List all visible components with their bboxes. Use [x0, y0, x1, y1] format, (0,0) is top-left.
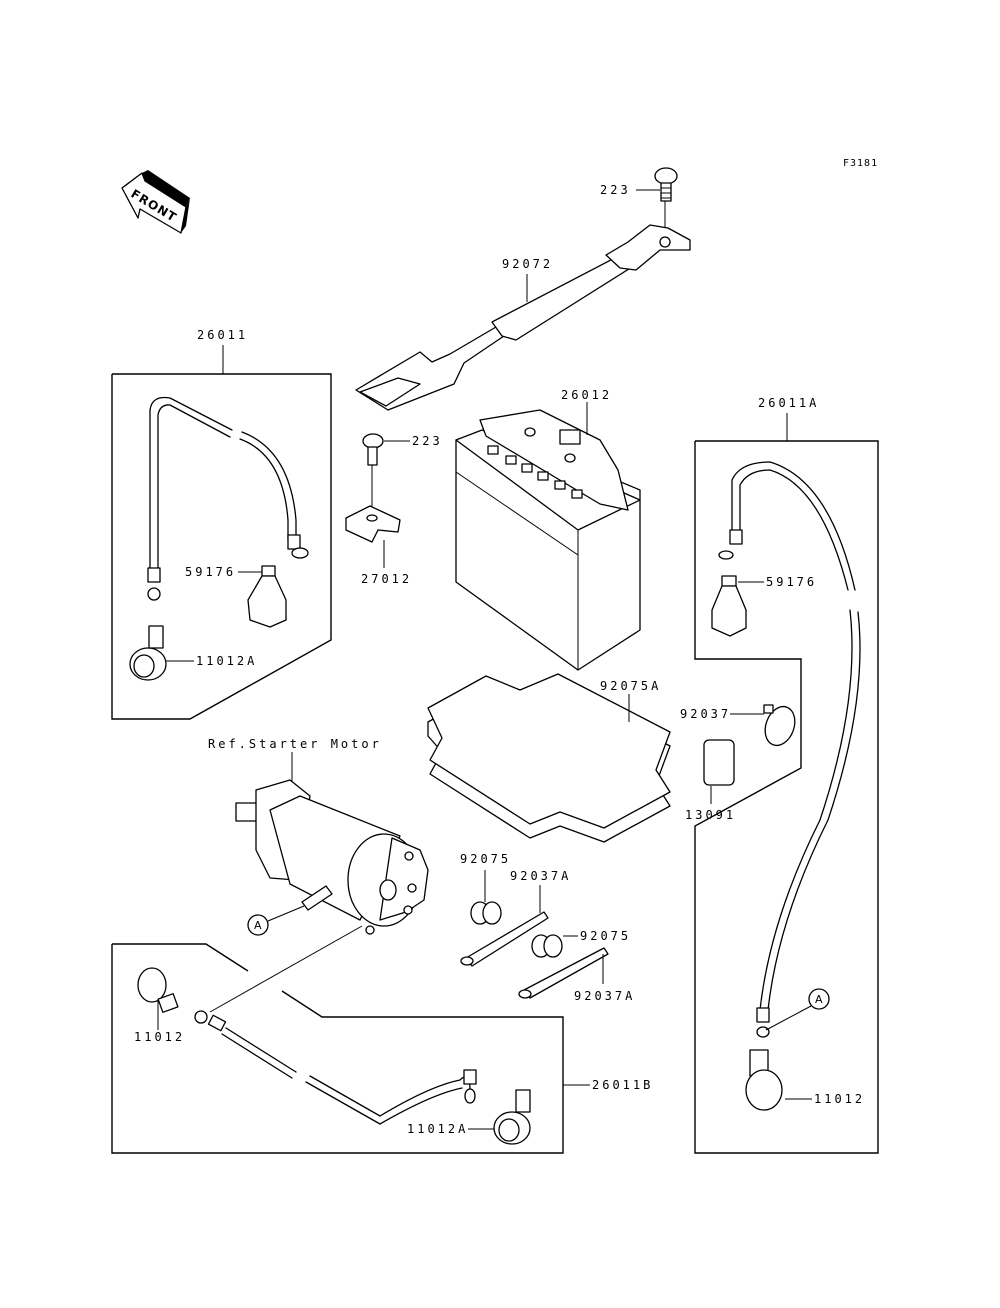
part-label-59176-right[interactable]: 59176 [766, 575, 817, 589]
battery-pad-92075A[interactable] [427, 673, 671, 843]
part-label-27012[interactable]: 27012 [361, 572, 412, 586]
starter-motor [235, 779, 429, 935]
callout-A-left[interactable]: A [247, 914, 269, 936]
group-frame-26011 [111, 373, 332, 720]
part-label-92075-2[interactable]: 92075 [580, 929, 631, 943]
battery-strap-92072[interactable] [355, 224, 691, 411]
battery-cable-26011A[interactable] [718, 461, 861, 1038]
group-label-26011A[interactable]: 26011A [758, 396, 819, 410]
group-frame-26011A [694, 440, 879, 1154]
cable-tie-92037A-1[interactable] [460, 911, 549, 967]
terminal-11012A-bottom[interactable] [493, 1089, 531, 1145]
part-label-92072[interactable]: 92072 [502, 257, 553, 271]
figure-id: F3181 [843, 158, 878, 169]
grommet-92075-1[interactable] [470, 901, 502, 925]
svg-text:A: A [815, 993, 823, 1006]
part-label-13091[interactable]: 13091 [685, 808, 736, 822]
stud-bolt [301, 885, 333, 911]
terminal-11012A-left[interactable] [129, 625, 167, 681]
group-frame-26011B [112, 943, 249, 972]
part-label-26012[interactable]: 26012 [561, 388, 612, 402]
part-label-11012A-left[interactable]: 11012A [196, 654, 257, 668]
group-label-26011B[interactable]: 26011B [592, 1078, 653, 1092]
battery-cable-26011B[interactable] [194, 1010, 477, 1125]
cable-tie-92037A-2[interactable] [518, 947, 609, 999]
ref-starter-motor-label: Ref.Starter Motor [208, 737, 382, 751]
callout-A-right[interactable]: A [808, 988, 830, 1010]
part-label-223-mid[interactable]: 223 [412, 434, 443, 448]
terminal-cap-59176-left[interactable] [247, 565, 287, 628]
svg-text:A: A [254, 919, 262, 932]
part-label-11012A-bottom[interactable]: 11012A [407, 1122, 468, 1136]
part-label-92037[interactable]: 92037 [680, 707, 731, 721]
front-direction-arrow-icon: FRONT [121, 170, 190, 234]
part-label-11012-right[interactable]: 11012 [814, 1092, 865, 1106]
part-label-92037A-2[interactable]: 92037A [574, 989, 635, 1003]
bolt-223-mid[interactable] [362, 433, 384, 517]
part-label-92075-1[interactable]: 92075 [460, 852, 511, 866]
terminal-cap-59176-right[interactable] [711, 575, 747, 637]
grommet-92075-2[interactable] [531, 934, 563, 958]
battery-cable-26011[interactable] [147, 396, 309, 601]
clamp-92037[interactable] [760, 702, 800, 749]
part-label-59176-left[interactable]: 59176 [185, 565, 236, 579]
boot-11012-right[interactable] [745, 1049, 783, 1111]
bracket-27012[interactable] [345, 505, 401, 543]
plug-13091[interactable] [703, 739, 735, 786]
group-label-26011[interactable]: 26011 [197, 328, 248, 342]
part-label-11012-bottom[interactable]: 11012 [134, 1030, 185, 1044]
part-label-92075A[interactable]: 92075A [600, 679, 661, 693]
part-label-223-top[interactable]: 223 [600, 183, 631, 197]
boot-11012-bottom-left[interactable] [137, 967, 179, 1013]
battery-26012[interactable] [455, 409, 641, 671]
part-label-92037A-1[interactable]: 92037A [510, 869, 571, 883]
bolt-223-top[interactable] [654, 167, 678, 233]
